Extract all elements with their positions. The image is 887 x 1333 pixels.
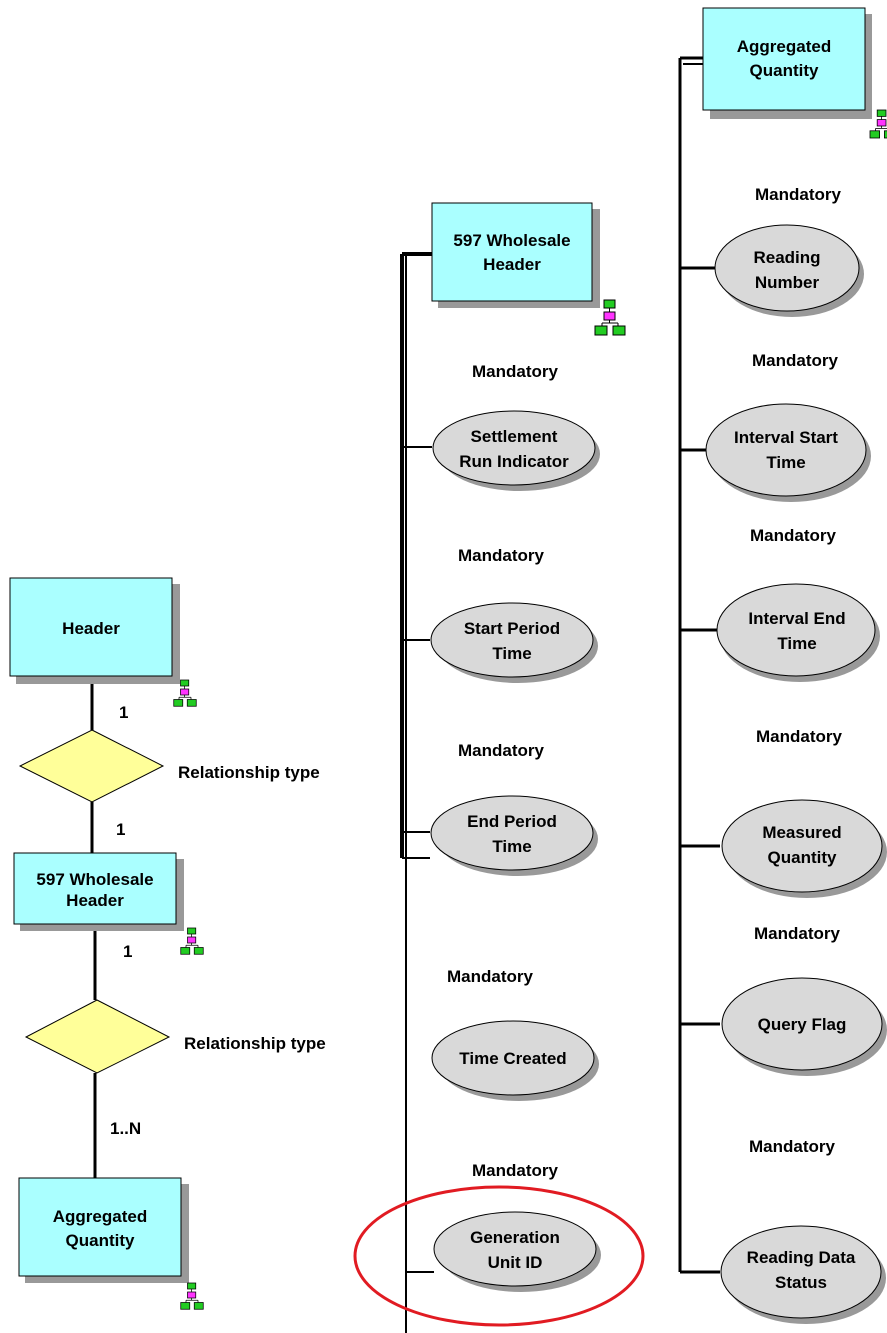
middle-connector-generation [405,1248,434,1273]
mandatory-label: Mandatory [472,362,559,381]
attribute-name-line: Time [492,644,531,663]
attribute-name-line: Time [766,453,805,472]
attribute-name-line: Interval End [748,609,845,628]
middle-wholesale-entity[interactable]: 597 Wholesale Header [431,202,600,308]
attribute-name-line: Time [492,837,531,856]
entity-name-line: 597 Wholesale [453,231,570,250]
attribute-start-period-time[interactable]: Start Period Time [430,602,598,683]
attribute-name-line: Status [775,1273,827,1292]
hierarchy-icon [869,109,887,139]
entity-name-line: Header [66,891,124,910]
entity-name-line: Header [483,255,541,274]
mandatory-label: Mandatory [750,526,837,545]
highlight-circle [353,1185,645,1327]
attribute-name-line: Run Indicator [459,452,569,471]
attribute-name-line: Reading [753,248,820,267]
attribute-name-line: Quantity [768,848,837,867]
attribute-name-line: Unit ID [488,1253,543,1272]
mandatory-label: Mandatory [447,967,534,986]
attribute-name-line: Time [777,634,816,653]
relationship-diamond[interactable] [24,999,171,1074]
cardinality-label: 1 [119,703,128,722]
entity-name-line: Aggregated [53,1207,147,1226]
cardinality-label: 1..N [110,1119,141,1138]
attribute-measured-quantity[interactable]: Measured Quantity [721,799,887,898]
mandatory-label: Mandatory [458,741,545,760]
entity-name-line: Aggregated [737,37,831,56]
left-connectors [90,676,97,1178]
attribute-reading-number[interactable]: Reading Number [714,224,864,317]
mandatory-label: Mandatory [755,185,842,204]
attribute-name-line: Measured [762,823,841,842]
attribute-name-line: Generation [470,1228,560,1247]
attribute-settlement-run-indicator[interactable]: Settlement Run Indicator [432,410,600,491]
attribute-time-created[interactable]: Time Created [431,1020,599,1101]
relationship-type-label: Relationship type [184,1034,326,1053]
relationship-type-label: Relationship type [178,763,320,782]
attribute-name-line: Time Created [459,1049,566,1068]
attribute-name-line: End Period [467,812,557,831]
mandatory-label: Mandatory [752,351,839,370]
attribute-name-line: Reading Data [747,1248,856,1267]
relationship-diamond[interactable] [18,729,165,803]
right-aggregated-entity[interactable]: Aggregated Quantity [702,7,872,119]
middle-connectors [400,252,432,1333]
left-wholesale-entity[interactable]: 597 Wholesale Header [13,852,184,931]
cardinality-label: 1 [123,942,132,961]
left-header-label: Header [62,619,120,638]
right-connectors [678,56,720,1274]
entity-name-line: Quantity [66,1231,135,1250]
attribute-name-line: Settlement [471,427,558,446]
left-aggregated-entity[interactable]: Aggregated Quantity [18,1177,189,1283]
hierarchy-icon [180,927,204,955]
mandatory-label: Mandatory [754,924,841,943]
mandatory-label: Mandatory [472,1161,559,1180]
attribute-interval-start-time[interactable]: Interval Start Time [705,403,871,502]
cardinality-label: 1 [116,820,125,839]
attribute-query-flag[interactable]: Query Flag [721,977,887,1076]
attribute-interval-end-time[interactable]: Interval End Time [716,583,880,682]
attribute-name-line: Query Flag [758,1015,847,1034]
attribute-reading-data-status[interactable]: Reading Data Status [720,1225,886,1324]
attribute-generation-unit-id[interactable]: Generation Unit ID [433,1211,601,1292]
attribute-name-line: Start Period [464,619,560,638]
attribute-end-period-time[interactable]: End Period Time [430,795,598,876]
hierarchy-icon [180,1282,204,1310]
mandatory-label: Mandatory [756,727,843,746]
mandatory-label: Mandatory [458,546,545,565]
mandatory-label: Mandatory [749,1137,836,1156]
entity-name-line: Quantity [750,61,819,80]
attribute-name-line: Interval Start [734,428,838,447]
attribute-name-line: Number [755,273,820,292]
left-header-entity[interactable]: Header [9,577,180,684]
entity-name-line: 597 Wholesale [36,870,153,889]
